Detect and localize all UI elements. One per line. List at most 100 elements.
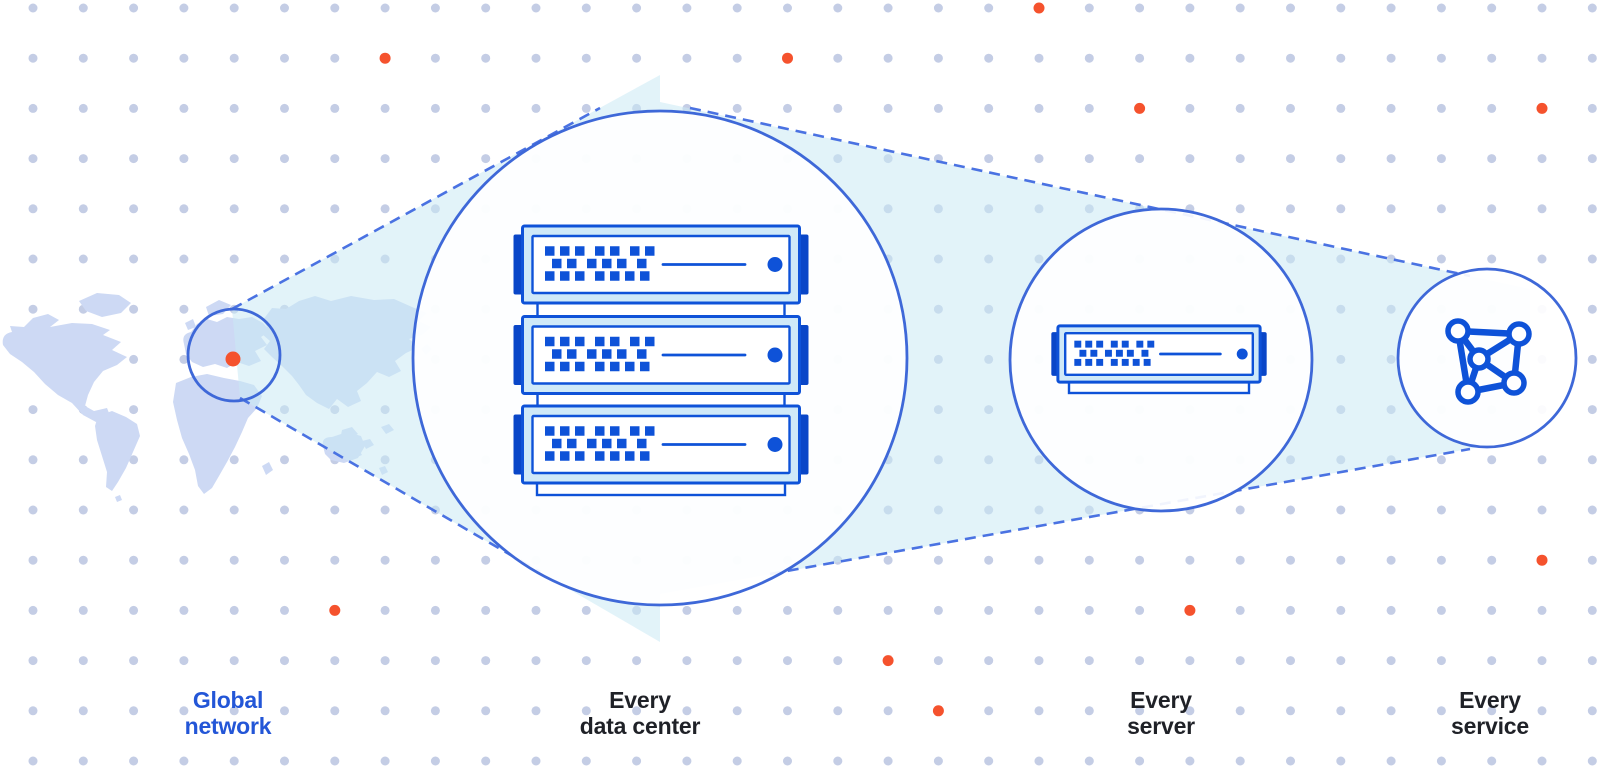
grid-dot	[783, 605, 792, 615]
grid-dot	[1487, 505, 1497, 515]
grid-dot	[1487, 756, 1497, 766]
label-line: data center	[579, 713, 701, 739]
grid-dot	[1436, 103, 1446, 113]
grid-dot	[280, 505, 289, 515]
grid-dot	[1436, 505, 1446, 515]
grid-dot	[833, 53, 843, 63]
grid-dot	[1487, 204, 1497, 214]
map-highlight-circle	[186, 307, 282, 403]
grid-dot	[78, 53, 88, 63]
grid-dot	[1135, 656, 1145, 666]
grid-dot	[179, 455, 189, 465]
grid-dot	[1286, 656, 1295, 666]
grid-dot	[1386, 505, 1396, 515]
grid-dot	[1386, 53, 1396, 63]
grid-dot	[330, 103, 340, 113]
accent-dot	[379, 52, 391, 64]
grid-dot	[1135, 605, 1145, 615]
grid-dot	[28, 756, 38, 766]
grid-dot	[129, 154, 139, 164]
grid-dot	[1336, 3, 1346, 13]
grid-dot	[1336, 605, 1346, 615]
grid-dot	[280, 756, 289, 766]
grid-dot	[78, 103, 88, 113]
network-mesh-icon	[1445, 318, 1532, 405]
grid-dot	[78, 204, 88, 214]
grid-dot	[531, 103, 541, 113]
server-icon	[1051, 324, 1267, 395]
grid-dot	[1084, 53, 1094, 63]
grid-dot	[229, 3, 239, 13]
grid-dot	[430, 103, 440, 113]
grid-dot	[1185, 53, 1195, 63]
accent-dot	[1033, 2, 1045, 14]
grid-dot	[280, 455, 289, 465]
accent-dot	[1184, 604, 1196, 616]
grid-dot	[1487, 154, 1497, 164]
grid-dot	[229, 756, 239, 766]
grid-dot	[229, 656, 239, 666]
grid-dot	[481, 3, 491, 13]
grid-dot	[1537, 756, 1547, 766]
grid-dot	[1386, 204, 1396, 214]
grid-dot	[78, 3, 88, 13]
grid-dot	[1386, 154, 1396, 164]
grid-dot	[883, 53, 893, 63]
accent-dot	[329, 604, 341, 616]
grid-dot	[883, 3, 893, 13]
grid-dot	[179, 656, 189, 666]
grid-dot	[1436, 656, 1446, 666]
grid-dot	[1084, 706, 1094, 716]
grid-dot	[1587, 555, 1597, 565]
grid-dot	[1537, 3, 1547, 13]
grid-dot	[330, 53, 340, 63]
grid-dot	[280, 154, 289, 164]
grid-dot	[1487, 455, 1497, 465]
grid-dot	[1336, 656, 1346, 666]
grid-dot	[78, 656, 88, 666]
label-line: Every	[609, 687, 671, 713]
grid-dot	[1235, 706, 1245, 716]
grid-dot	[531, 656, 541, 666]
grid-dot	[1587, 405, 1597, 415]
grid-dot	[179, 154, 189, 164]
grid-dot	[1487, 555, 1497, 565]
grid-dot	[330, 3, 340, 13]
grid-dot	[1034, 154, 1044, 164]
grid-dot	[581, 756, 591, 766]
grid-dot	[481, 53, 491, 63]
grid-dot	[28, 455, 38, 465]
grid-dot	[984, 756, 994, 766]
grid-dot	[1587, 455, 1597, 465]
grid-dot	[1386, 756, 1396, 766]
grid-dot	[632, 53, 642, 63]
grid-dot	[531, 756, 541, 766]
grid-dot	[1185, 154, 1195, 164]
grid-dot	[1587, 53, 1597, 63]
grid-dot	[984, 605, 994, 615]
grid-dot	[129, 605, 139, 615]
grid-dot	[280, 3, 289, 13]
grid-dot	[78, 154, 88, 164]
grid-dot	[1487, 605, 1497, 615]
grid-dot	[531, 605, 541, 615]
grid-dot	[732, 605, 742, 615]
grid-dot	[1487, 254, 1497, 264]
grid-dot	[78, 706, 88, 716]
grid-dot	[129, 756, 139, 766]
grid-dot	[28, 3, 38, 13]
grid-dot	[430, 555, 440, 565]
grid-dot	[229, 254, 239, 264]
grid-dot	[1084, 605, 1094, 615]
grid-dot	[481, 756, 491, 766]
grid-dot	[883, 756, 893, 766]
grid-dot	[1185, 756, 1195, 766]
grid-dot	[1286, 154, 1295, 164]
grid-dot	[1436, 3, 1446, 13]
grid-dot	[1436, 756, 1446, 766]
grid-dot	[1235, 605, 1245, 615]
grid-dot	[1537, 656, 1547, 666]
grid-dot	[1386, 706, 1396, 716]
grid-dot	[833, 706, 843, 716]
